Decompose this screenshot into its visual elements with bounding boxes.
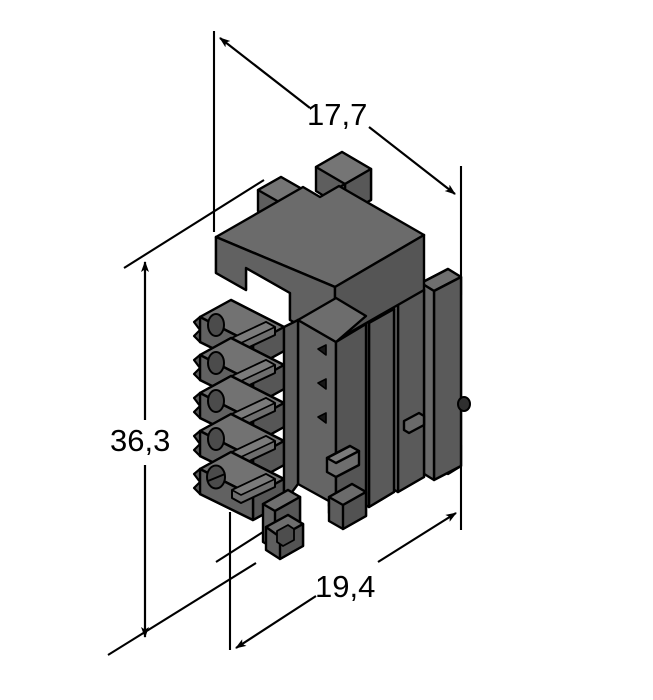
terminal-1-screw-hole — [207, 313, 225, 337]
terminal-4-screw-hole — [207, 427, 225, 451]
rib-4 — [192, 429, 202, 458]
dimension-label-19-4: 19,4 — [315, 569, 375, 604]
dimension-17-7: 17,7 — [219, 37, 456, 195]
terminal-5-screw-slot — [207, 473, 226, 482]
rib-3 — [192, 391, 202, 420]
release-lever — [325, 444, 361, 479]
terminal-shoulder-bridge — [282, 318, 300, 505]
dimension-19-4: 19,4 — [215, 512, 457, 649]
rib-2 — [192, 353, 202, 382]
side-nub — [457, 396, 471, 412]
notch-1 — [317, 344, 327, 356]
mounting-foot — [261, 488, 305, 561]
dimension-36-3: 36,3 — [107, 179, 265, 656]
terminal-block-left — [192, 298, 286, 522]
rib-5 — [192, 467, 202, 496]
dimension-label-36-3: 36,3 — [110, 423, 170, 458]
foot-notch — [276, 524, 295, 547]
notch-3 — [317, 412, 327, 424]
dimension-line-17-7-left — [219, 37, 311, 109]
terminal-block-module — [192, 150, 471, 561]
center-body-front-face — [296, 318, 338, 507]
center-body-upper-face — [296, 296, 368, 344]
fin-lever-upper — [402, 411, 426, 435]
dimension-line-17-7-right — [368, 126, 456, 195]
dimension-line-19-4-left — [235, 595, 317, 649]
bottom-right-stub — [327, 482, 368, 531]
dimension-line-19-4-right — [377, 512, 457, 563]
terminal-2-screw-hole — [207, 351, 225, 375]
blade-fin-4 — [419, 267, 463, 482]
notch-2 — [317, 378, 327, 390]
rib-1 — [192, 315, 202, 344]
center-body-notches — [317, 344, 327, 424]
dimension-label-17-7: 17,7 — [307, 97, 367, 132]
terminal-3-screw-hole — [207, 389, 225, 413]
leader-36-3-bottom — [107, 562, 257, 656]
leader-36-3-top — [123, 179, 265, 269]
terminal-separator-ribs — [192, 315, 202, 496]
